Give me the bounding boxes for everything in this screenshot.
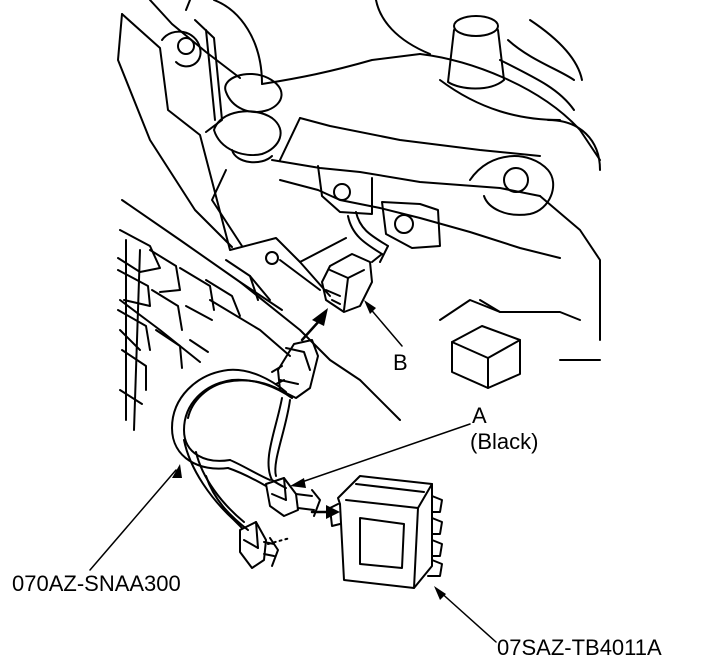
connector-b <box>322 212 388 312</box>
label-a-color: (Black) <box>470 429 539 454</box>
arrowheads <box>312 308 340 519</box>
harness-connector <box>272 340 318 398</box>
leader-arrowheads <box>172 300 446 600</box>
control-unit <box>330 476 442 588</box>
label-b: B <box>393 350 408 375</box>
vehicle-body <box>118 0 600 430</box>
label-unit-part-number: 07SAZ-TB4011A <box>497 635 662 660</box>
leader-lines <box>90 306 496 642</box>
label-a: A <box>472 403 487 428</box>
harness-coil <box>172 370 292 530</box>
connector-a <box>266 478 320 516</box>
label-harness-part-number: 070AZ-SNAA300 <box>12 571 181 596</box>
